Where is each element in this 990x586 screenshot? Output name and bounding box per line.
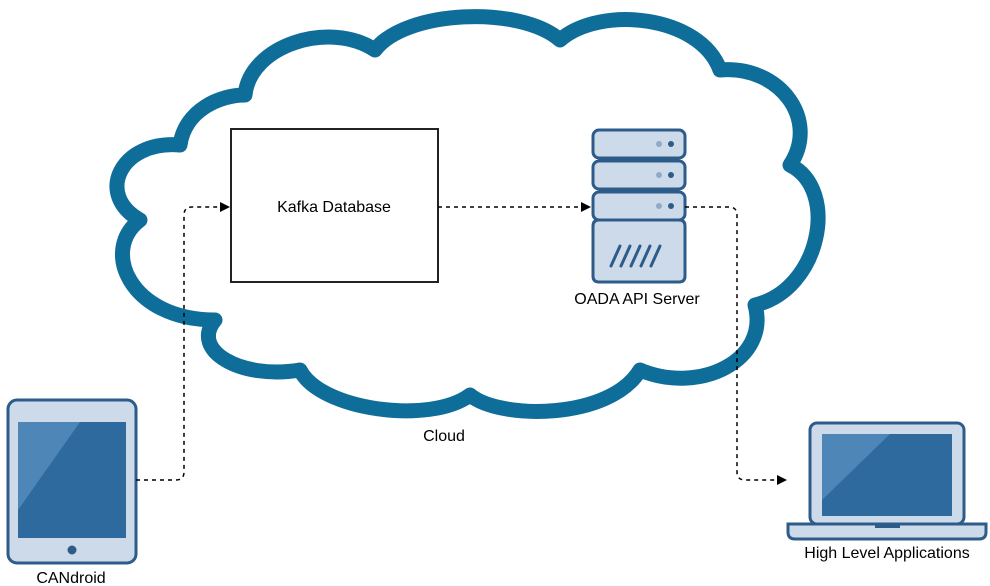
high-level-applications-label: High Level Applications <box>804 545 969 562</box>
kafka-database-label: Kafka Database <box>277 199 391 216</box>
kafka-database-box <box>230 128 439 283</box>
oada-api-server-label: OADA API Server <box>574 291 700 308</box>
cloud-shape <box>109 9 826 419</box>
connector-candroid-to-kafka <box>136 202 230 481</box>
laptop-icon <box>786 421 988 541</box>
server-rack-icon <box>591 128 687 284</box>
tablet-icon <box>6 398 138 565</box>
cloud-label: Cloud <box>423 428 465 445</box>
connector-server-to-applications <box>685 206 787 485</box>
candroid-label: CANdroid <box>36 570 105 586</box>
